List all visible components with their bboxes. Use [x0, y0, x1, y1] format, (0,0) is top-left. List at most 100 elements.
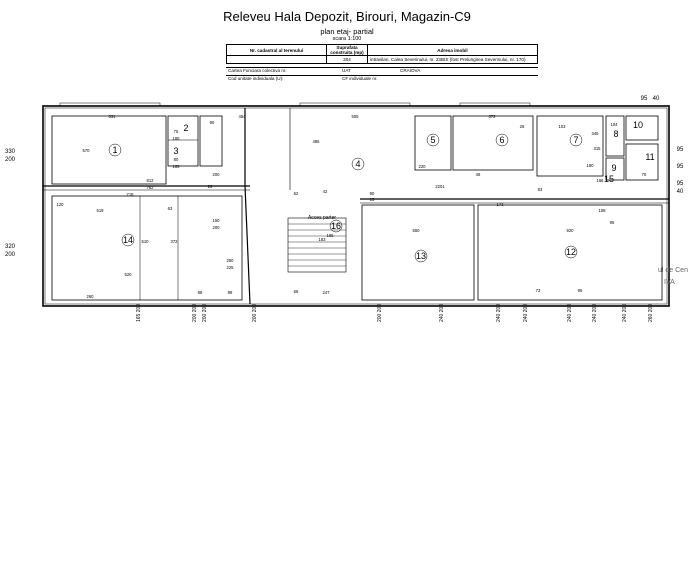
room-label-5: 5 [430, 135, 435, 145]
right-b: 95 [677, 164, 684, 170]
dim-label: 183 [319, 237, 327, 242]
dimension-labels: 531 570 454 505 372 90 104 75 80 185 165… [57, 114, 647, 299]
room-label-6: 6 [499, 135, 504, 145]
col-cadastral-header: Nr. cadastral al terenului [226, 43, 327, 57]
dim-label: 519 [97, 208, 105, 213]
dim-label: 2201 [435, 184, 445, 189]
dim-label: 225 [227, 265, 235, 270]
dim-label: 372 [171, 239, 179, 244]
room-13-outline [361, 204, 475, 301]
room-11-outline [625, 143, 659, 181]
central-wall [244, 185, 251, 305]
edge-text-a: ul de Cen [658, 267, 688, 274]
dim-label: 66 [294, 289, 299, 294]
dim-label: 454 [239, 114, 247, 119]
registry-rule-2 [226, 75, 538, 76]
bottom-label: 240 200 [496, 304, 502, 322]
address-value: intravilan, Calea Severinului, nr. 23BIS… [367, 55, 538, 65]
bottom-label: 200 200 [202, 304, 208, 322]
dim-label: 83 [538, 187, 543, 192]
dim-label: 75 [174, 129, 179, 134]
room-label-12: 12 [566, 247, 576, 257]
registry-rule [226, 67, 538, 68]
room-14-outline [51, 195, 243, 301]
uat-label: UAT [342, 68, 351, 73]
room-2-outline [167, 115, 199, 167]
dim-label: 73 [536, 288, 541, 293]
dim-label: 15 [370, 197, 375, 202]
window-strips [59, 102, 531, 107]
dim-label: 108 [599, 208, 607, 213]
cod-unitate-label: Cod unitate individuala (U): [228, 76, 284, 81]
dim-label: 166 [597, 178, 605, 183]
room-label-2: 2 [183, 123, 188, 133]
dim-label: 185 [173, 164, 181, 169]
room-label-15: 15 [604, 174, 614, 184]
left-top-b: 200 [5, 157, 16, 163]
col-address-header: Adresa imobil [367, 43, 538, 57]
edge-text-b: IVA [664, 279, 675, 286]
dim-label: 173 [497, 202, 505, 207]
room-label-4: 4 [355, 159, 360, 169]
carte-funciara-label: Cartea Funciara colectiva nr. [228, 68, 287, 73]
dim-label: 190 [587, 163, 595, 168]
dim-label: 90 [370, 191, 375, 196]
room-label-7: 7 [573, 135, 578, 145]
dim-label: 718 [127, 192, 135, 197]
room-label-9: 9 [611, 163, 616, 173]
right-c: 95 [677, 181, 684, 187]
room-label-14: 14 [123, 235, 133, 245]
right-a: 95 [677, 147, 684, 153]
room-9-outline [605, 157, 625, 181]
dim-label: 88 [198, 290, 203, 295]
room-8-outline [605, 115, 625, 157]
access-label: Acces parter [308, 215, 336, 221]
left-mid-a: 320 [5, 244, 16, 250]
left-mid-b: 200 [5, 252, 16, 258]
room-label-3: 3 [173, 146, 178, 156]
room-5-outline [414, 115, 452, 171]
room-12-outline [477, 204, 663, 301]
dim-label: 98 [228, 290, 233, 295]
room-7-outline [536, 115, 604, 177]
dim-label: 762 [147, 185, 155, 190]
room-label-11: 11 [645, 152, 654, 162]
dim-label: 63 [168, 206, 173, 211]
dim-label: 372 [489, 114, 497, 119]
bottom-label: 240 200 [592, 304, 598, 322]
outer-wall-inner [44, 107, 668, 305]
dim-label: 200 [213, 225, 221, 230]
dim-label: 104 [611, 122, 619, 127]
top-right-b: 40 [653, 96, 660, 102]
bottom-labels: 165 200 200 200 200 200 200 200 200 200 … [136, 304, 654, 322]
dim-label: 220 [419, 164, 427, 169]
dim-label: 920 [567, 228, 575, 233]
stair-treads [288, 223, 346, 267]
bottom-label: 240 200 [439, 304, 445, 322]
room-label-8: 8 [613, 129, 618, 139]
dim-label: 103 [559, 124, 567, 129]
document-title: Releveu Hala Depozit, Birouri, Magazin-C… [223, 9, 471, 24]
room-3-outline [199, 115, 223, 167]
col-area-header: Suprafata construita (mp) [326, 43, 368, 57]
dim-label: 520 [125, 272, 133, 277]
room-label-1: 1 [112, 145, 117, 155]
dim-label: 315 [594, 146, 602, 151]
dim-label: 70 [642, 172, 647, 177]
dim-label: 485 [313, 139, 321, 144]
info-table: Nr. cadastral al terenului Suprafata con… [226, 43, 538, 65]
dim-label: 345 [592, 131, 600, 136]
bottom-label: 200 200 [192, 304, 198, 322]
dim-label: 95 [610, 220, 615, 225]
side-labels: 330 200 320 200 95 95 95 40 95 40 [5, 96, 684, 258]
dim-label: 505 [352, 114, 360, 119]
dim-label: 120 [57, 202, 65, 207]
dim-label: 90 [210, 120, 215, 125]
room-number-labels: 1 2 3 4 5 6 7 8 9 10 11 12 13 14 15 16 [112, 120, 654, 261]
dim-label: 185 [327, 233, 335, 238]
document-subtitle: plan etaj- partial [320, 27, 374, 36]
dim-label: 531 [109, 114, 117, 119]
dim-label: 260 [87, 294, 95, 299]
bottom-label: 200 200 [377, 304, 383, 322]
